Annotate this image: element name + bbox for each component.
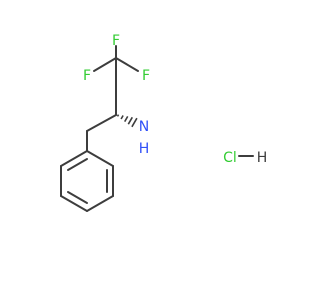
atom-f-top: F bbox=[112, 33, 120, 49]
atom-f-right: F bbox=[142, 68, 150, 84]
bond-c2-c3 bbox=[86, 114, 117, 132]
benzene-ring bbox=[60, 150, 114, 212]
atom-cl: Cl bbox=[223, 150, 237, 166]
hashed-wedge-bond bbox=[116, 114, 138, 128]
atom-f-left: F bbox=[83, 68, 91, 84]
molecule-structure: F F F N H Cl H bbox=[60, 33, 268, 212]
atom-h: H bbox=[257, 150, 268, 166]
atom-n: N bbox=[139, 119, 149, 135]
atom-nh-h: H bbox=[139, 141, 150, 157]
bond-c1-f-left bbox=[93, 57, 117, 72]
bond-c1-f-right bbox=[115, 57, 139, 72]
